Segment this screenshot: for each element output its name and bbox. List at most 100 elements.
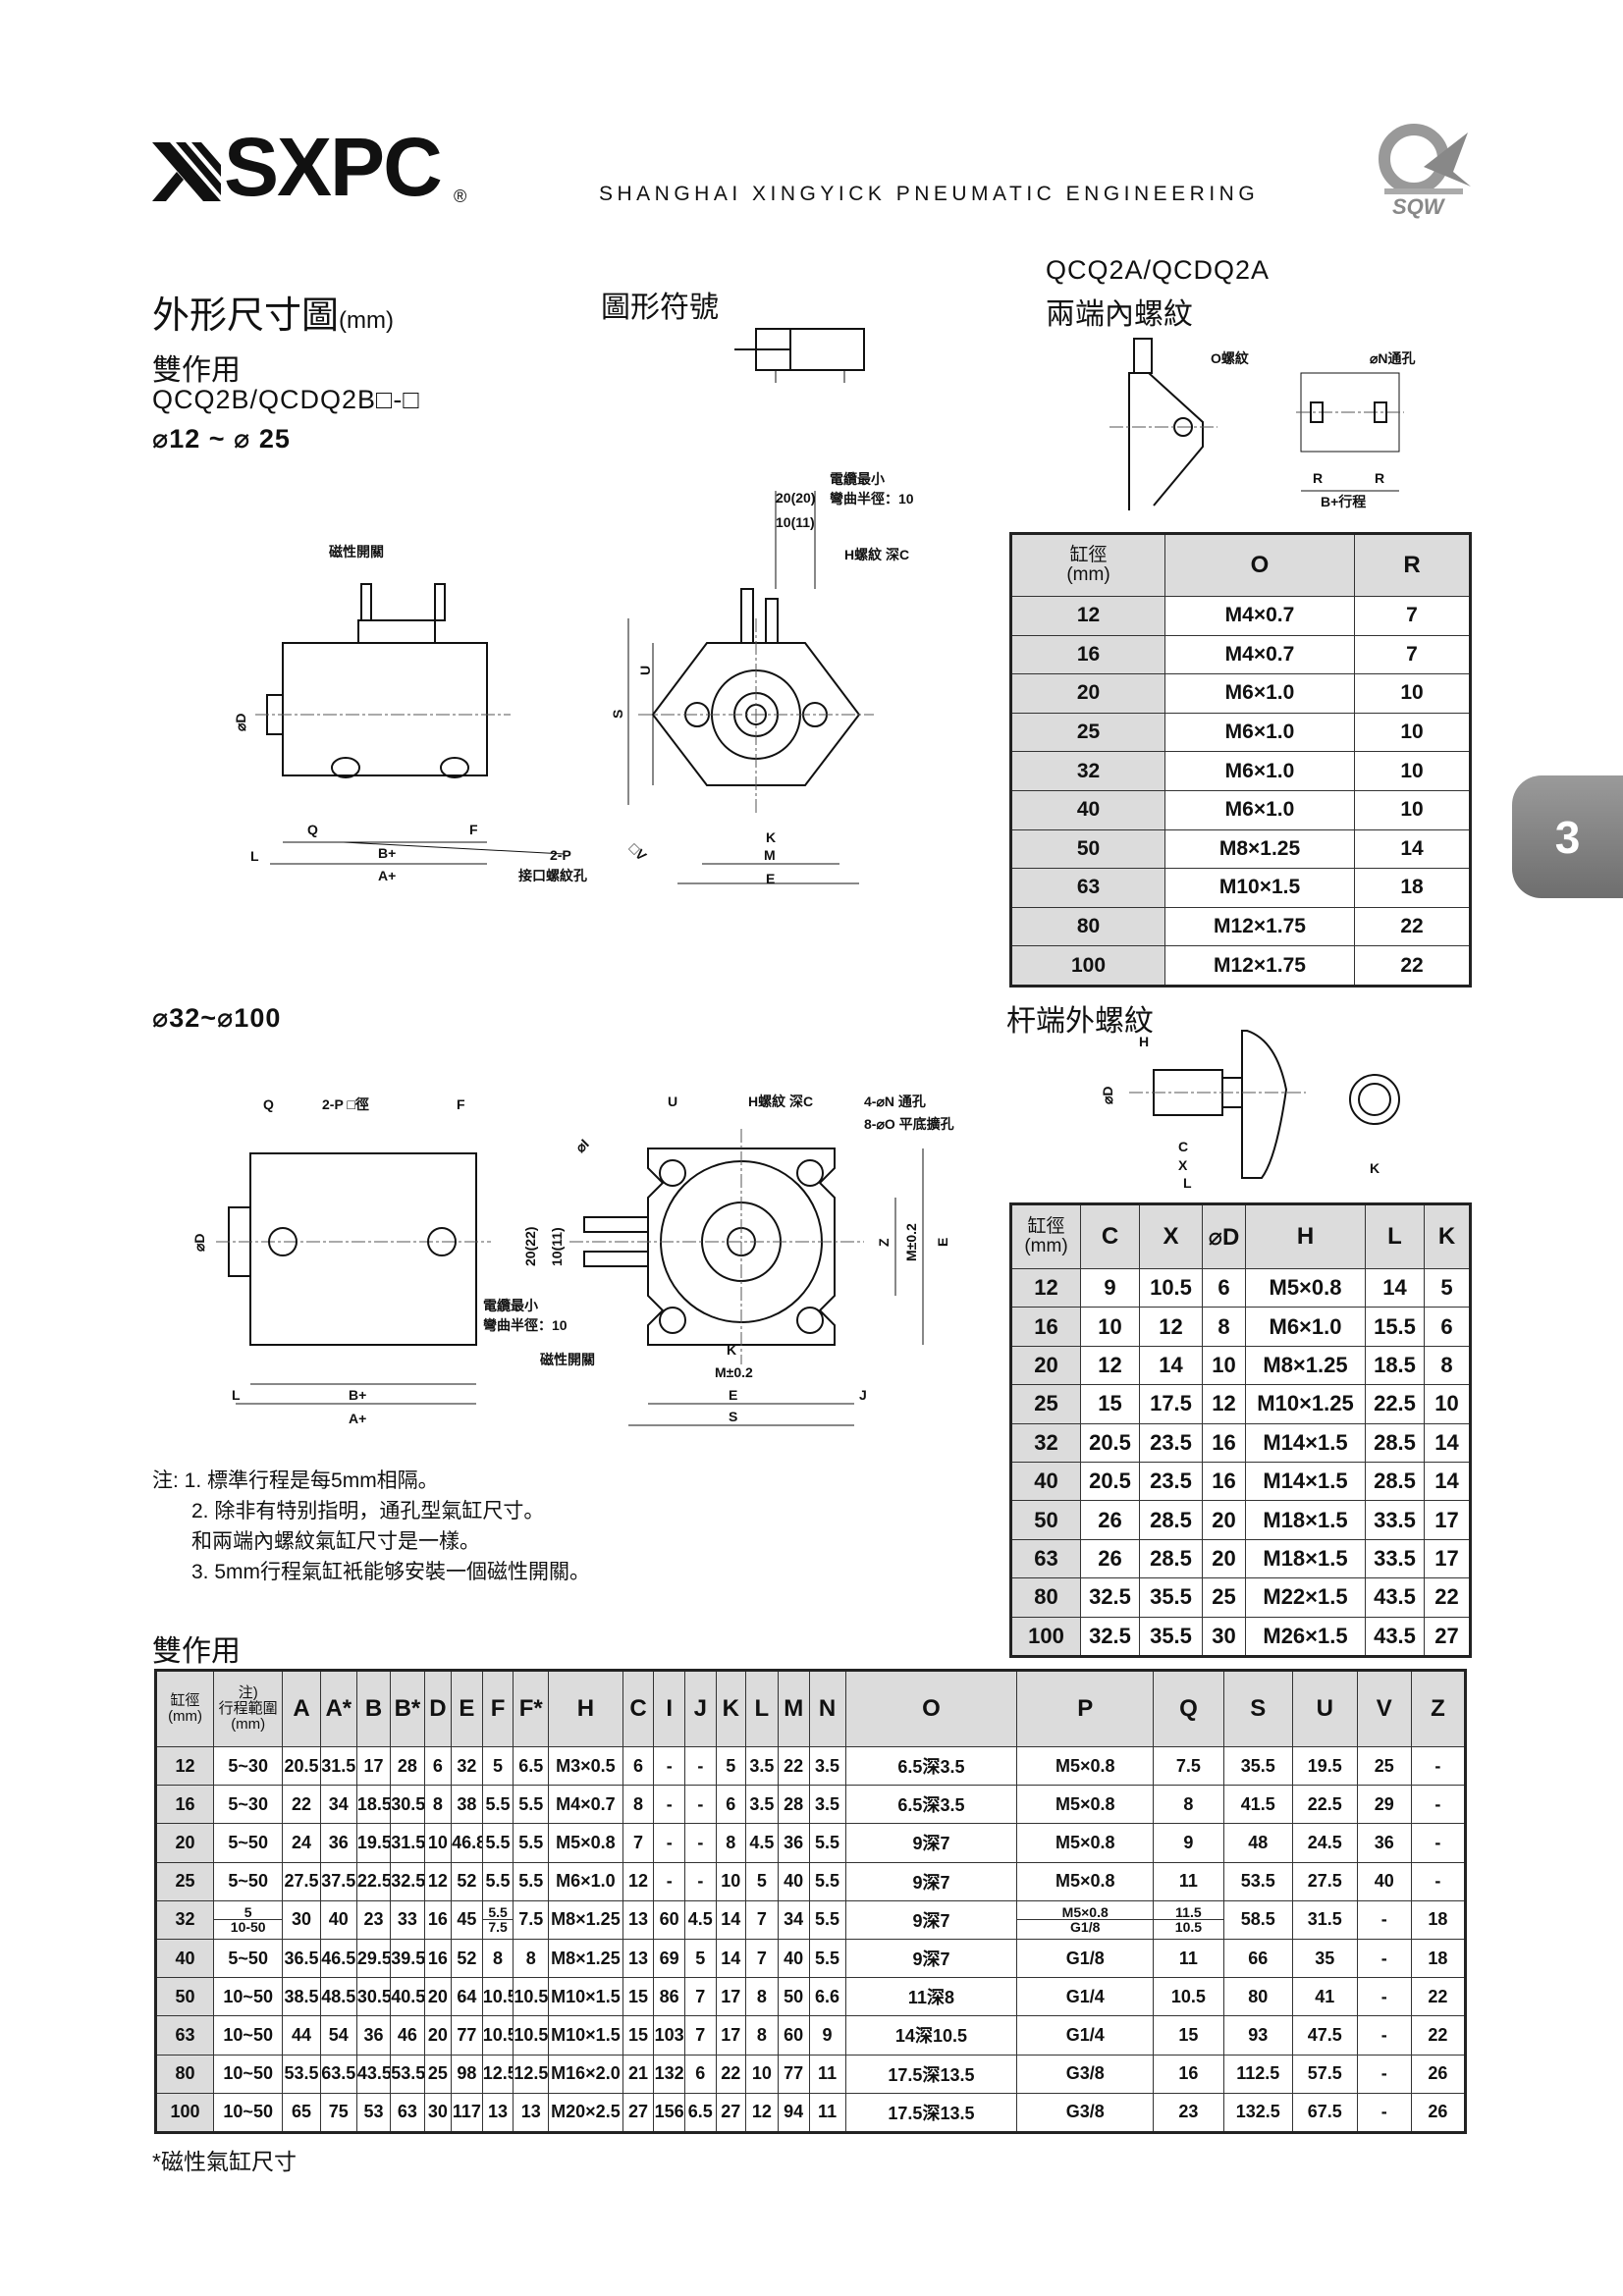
table-cell: 28	[390, 1745, 425, 1787]
table-cell: -	[653, 1823, 685, 1863]
table-cell: 21	[622, 2054, 655, 2094]
label-a: A+	[349, 1411, 366, 1426]
large-bore-side-view: Q 2-P □徑 F ⌀D L B+ A+	[191, 1096, 491, 1426]
label-rod-c: C	[1178, 1139, 1188, 1154]
bore-cell: 100	[154, 2092, 215, 2133]
table-cell: 18	[1354, 868, 1471, 908]
table-cell: 17	[355, 1745, 392, 1787]
table-cell: 18	[1410, 1899, 1467, 1940]
table-cell: 40.5	[390, 1977, 425, 2017]
table-cell: M6×1.0	[548, 1861, 623, 1901]
label-v: □V	[626, 840, 650, 864]
table-cell: M5×0.8	[1016, 1823, 1155, 1863]
table-cell: 9深7	[844, 1861, 1018, 1901]
table-cell: 32.5	[1080, 1577, 1140, 1618]
table-cell: 18.5	[355, 1785, 392, 1825]
small-bore-side-view: 磁性開關 ⌀D Q F L B+ A+ 2-P 接口螺紋孔	[233, 544, 587, 883]
column-header: O	[1164, 533, 1355, 597]
table-cell: 9深7	[844, 1938, 1018, 1979]
table-cell: 26	[1080, 1538, 1140, 1579]
table-cell: 10	[423, 1823, 453, 1863]
table-cell: 17	[1424, 1500, 1471, 1540]
label-f: F	[457, 1096, 465, 1112]
table-cell: 5.5	[808, 1861, 846, 1901]
table-cell: 6	[423, 1745, 453, 1787]
label-k: K	[727, 1342, 736, 1358]
table-cell: 7	[1354, 634, 1471, 675]
table-cell: 16	[1153, 2054, 1224, 2094]
table-cell: M8×1.25	[1164, 828, 1355, 870]
table-cell: 28.5	[1365, 1422, 1425, 1463]
table-cell: M6×1.0	[1164, 712, 1355, 753]
table-cell: 36	[319, 1823, 357, 1863]
label-a: A+	[378, 868, 396, 883]
table-cell: 36	[355, 2015, 392, 2056]
internal-thread-title: 兩端內螺紋	[1046, 298, 1193, 331]
bore-cell: 16	[1010, 1307, 1081, 1347]
chapter-tab[interactable]: 3	[1512, 775, 1623, 898]
table-cell: 16	[423, 1899, 453, 1940]
label-s: S	[729, 1409, 737, 1424]
table-cell: 31.5	[1291, 1899, 1358, 1940]
label-u: U	[668, 1094, 677, 1109]
table-cell: 38	[451, 1785, 483, 1825]
column-header: M	[777, 1670, 810, 1747]
table-cell: 25	[1356, 1745, 1412, 1787]
table-cell: -	[684, 1861, 717, 1901]
table-row: 8010~5053.563.543.553.5259812.512.5M16×2…	[154, 2054, 1467, 2094]
column-header: F*	[513, 1670, 550, 1747]
label-l: L	[250, 848, 259, 864]
label-b-stroke: B+行程	[1321, 494, 1366, 509]
table-cell: 26	[1080, 1500, 1140, 1540]
table-cell: M6×1.0	[1164, 751, 1355, 791]
table-cell: 18	[1410, 1938, 1467, 1979]
table-cell: 12	[622, 1861, 655, 1901]
table-cell: 36	[1356, 1823, 1412, 1863]
bore-cell: 80	[1010, 1577, 1081, 1618]
table-cell: M4×0.7	[548, 1785, 623, 1825]
table-cell: M6×1.0	[1164, 789, 1355, 830]
table-cell: 12	[1080, 1345, 1140, 1386]
table-cell: -	[1356, 1977, 1412, 2017]
table-cell: 18.5	[1365, 1345, 1425, 1386]
small-bore-front-view: 20(20) 10(11) 電纜最小 彎曲半徑：10 H螺紋 深C U S □V…	[610, 471, 914, 886]
table-cell: 13	[622, 1899, 655, 1940]
table-cell: 7	[684, 1977, 717, 2017]
label-magnetic-switch: 磁性開關	[329, 544, 384, 560]
table-cell: 36.5	[282, 1938, 321, 1979]
column-header: B*	[390, 1670, 425, 1747]
table-cell: 35.5	[1139, 1577, 1203, 1618]
table-cell: -	[1410, 1823, 1467, 1863]
table-cell: 8	[481, 1938, 514, 1979]
table-cell: 35.5	[1139, 1616, 1203, 1657]
table-cell: 5~30	[213, 1745, 284, 1787]
table-cell: 17.5深13.5	[844, 2092, 1018, 2133]
table-cell: 47.5	[1291, 2015, 1358, 2056]
label-u: U	[637, 666, 653, 675]
table-cell: 53.5	[282, 2054, 321, 2094]
table-cell: M26×1.5	[1245, 1616, 1366, 1657]
bore-cell: 50	[154, 1977, 215, 2017]
label-n-hole: ⌀N通孔	[1370, 350, 1416, 366]
bore-cell: 40	[1010, 789, 1165, 830]
table-cell: 7	[744, 1938, 779, 1979]
column-header: K	[1424, 1203, 1471, 1269]
bore-cell: 25	[1010, 1384, 1081, 1424]
label-q: Q	[307, 822, 318, 837]
table-cell: M6×1.0	[1164, 673, 1355, 714]
table-cell: 5.5	[513, 1785, 550, 1825]
table-cell: 6	[1424, 1307, 1471, 1347]
bore-cell: 12	[1010, 1267, 1081, 1308]
table-cell: 32.5	[390, 1861, 425, 1901]
table-cell: 6.5深3.5	[844, 1785, 1018, 1825]
table-cell: 80	[1222, 1977, 1293, 2017]
table-cell: 19.5	[1291, 1745, 1358, 1787]
bore-cell: 63	[154, 2015, 215, 2056]
brand-logo-text: SXPC	[224, 121, 443, 213]
